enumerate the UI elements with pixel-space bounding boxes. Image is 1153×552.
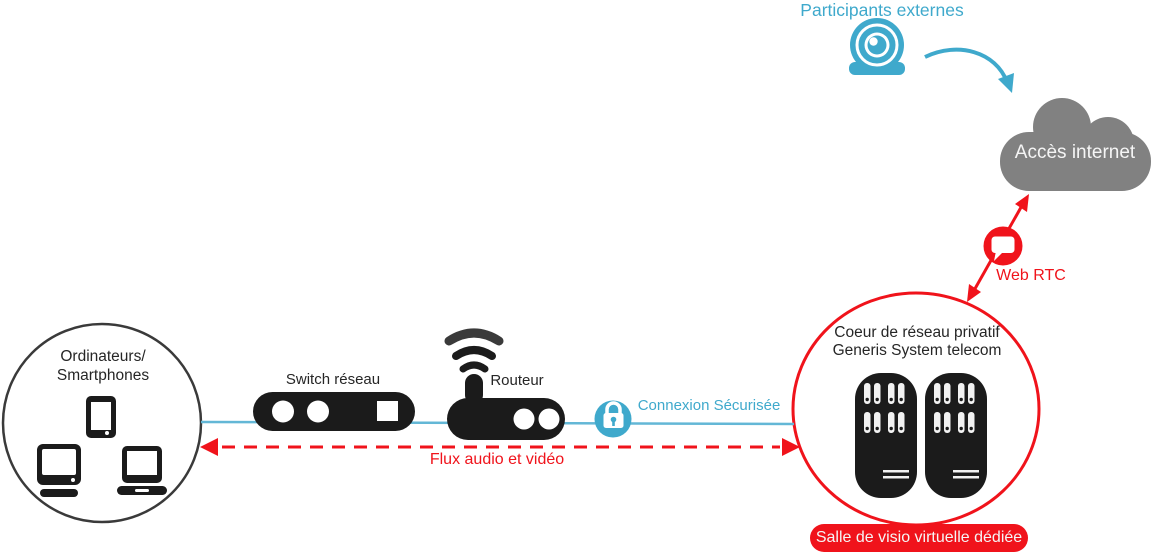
- devices-label-line1: Ordinateurs/: [60, 348, 146, 365]
- core-network-label-line1: Coeur de réseau privatif: [834, 324, 1000, 341]
- padlock-icon: [594, 400, 632, 438]
- connexion-securisee-label: Connexion Sécurisée: [637, 397, 781, 414]
- laptop-icon: [117, 446, 167, 495]
- network-switch-icon: [253, 392, 415, 431]
- server-tower-icon: [925, 373, 987, 498]
- salle-visio-label: Salle de visio virtuelle dédiée: [815, 529, 1023, 546]
- core-network-label-line2: Generis System telecom: [832, 342, 1002, 359]
- webcam-icon: [849, 18, 905, 75]
- salle-visio-badge: [810, 524, 1028, 552]
- devices-label-line2: Smartphones: [56, 367, 150, 384]
- acces-internet-label: Accès internet: [1014, 142, 1136, 163]
- router-icon: [447, 374, 565, 440]
- wifi-signal-icon: [444, 328, 504, 373]
- flux-audio-video-label: Flux audio et vidéo: [429, 451, 565, 468]
- web-rtc-label: Web RTC: [996, 267, 1066, 284]
- chat-bubble-icon: [983, 226, 1023, 266]
- dashed-double-arrow: [200, 438, 800, 456]
- server-tower-icon: [855, 373, 917, 498]
- participants-externes-label: Participants externes: [800, 0, 964, 20]
- smartphone-icon: [86, 396, 116, 438]
- internet-cloud: [1000, 98, 1151, 191]
- routeur-label: Routeur: [490, 372, 544, 389]
- switch-label: Switch réseau: [285, 371, 381, 388]
- desktop-computer-icon: [37, 444, 81, 497]
- curved-arrow-icon: [924, 47, 1014, 93]
